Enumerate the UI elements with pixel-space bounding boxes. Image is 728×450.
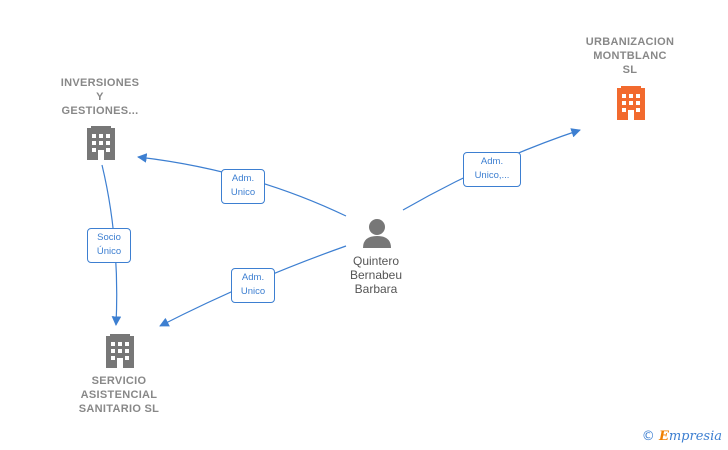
- edge-label-person-urbanizacion: Adm. Unico,...: [463, 152, 521, 187]
- person-icon[interactable]: [363, 219, 391, 248]
- company-label-inversiones[interactable]: INVERSIONES Y GESTIONES...: [60, 77, 140, 117]
- edge-label-person-inversiones: Adm. Unico: [221, 169, 265, 204]
- edge-label-inversiones-servicio: Socio Único: [87, 228, 131, 263]
- company-label-urbanizacion[interactable]: URBANIZACION MONTBLANC SL: [585, 36, 675, 76]
- building-icon[interactable]: [617, 86, 645, 120]
- edge-label-person-servicio: Adm. Unico: [231, 268, 275, 303]
- brand-name: mpresia: [668, 429, 722, 444]
- copyright-icon: ©: [641, 429, 655, 444]
- building-icon[interactable]: [106, 334, 134, 368]
- person-label[interactable]: Quintero Bernabeu Barbara: [349, 254, 403, 296]
- building-icon[interactable]: [87, 126, 115, 160]
- brand-initial: E: [658, 429, 669, 444]
- empresia-logo: © Empresia: [642, 429, 722, 444]
- company-label-servicio[interactable]: SERVICIO ASISTENCIAL SANITARIO SL: [78, 375, 160, 415]
